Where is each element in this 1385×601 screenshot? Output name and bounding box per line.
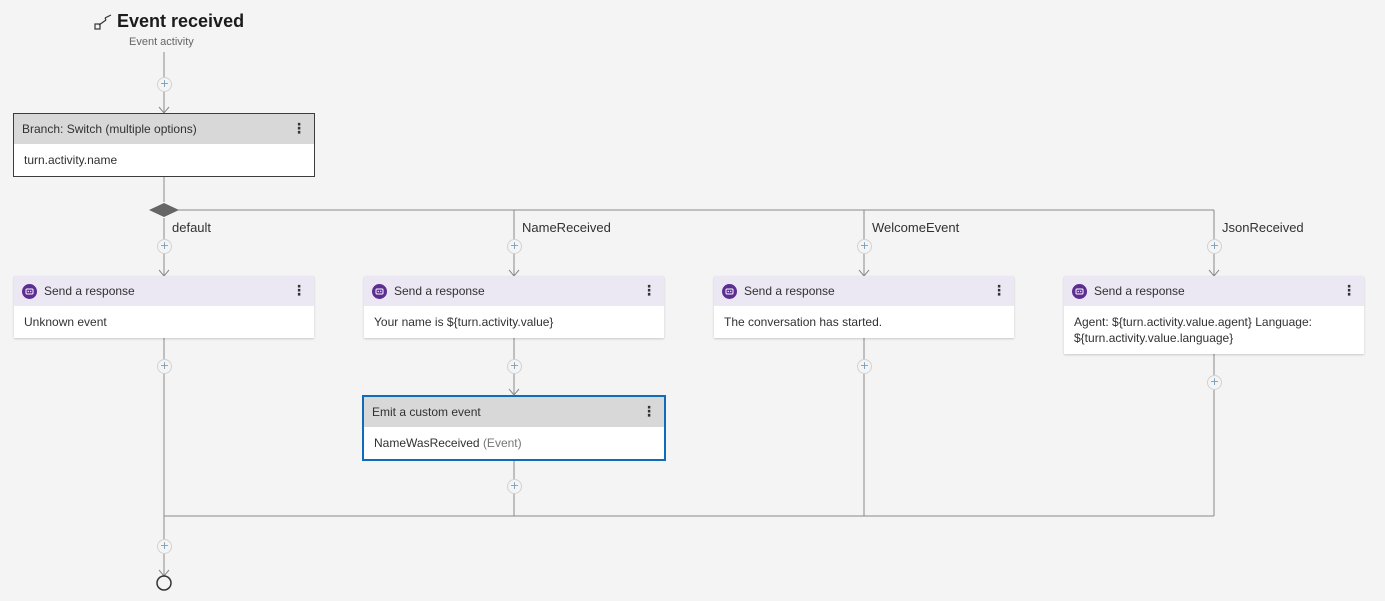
- bot-icon: [22, 283, 37, 299]
- bot-icon: [1072, 283, 1087, 299]
- send-response-card[interactable]: Send a response ⋮ The conversation has s…: [714, 276, 1014, 338]
- card-body: turn.activity.name: [24, 153, 118, 167]
- more-options-icon[interactable]: ⋮: [992, 283, 1006, 299]
- card-body: The conversation has started.: [724, 315, 883, 329]
- card-title: Send a response: [44, 284, 135, 298]
- add-step-button[interactable]: +: [857, 359, 872, 374]
- send-response-card[interactable]: Send a response ⋮ Your name is ${turn.ac…: [364, 276, 664, 338]
- card-body: Agent: ${turn.activity.value.agent} Lang…: [1074, 315, 1312, 345]
- add-step-button[interactable]: +: [507, 239, 522, 254]
- switch-diamond: [149, 203, 179, 217]
- trigger-subtitle: Event activity: [129, 36, 194, 48]
- add-step-button[interactable]: +: [507, 479, 522, 494]
- send-response-card[interactable]: Send a response ⋮ Agent: ${turn.activity…: [1064, 276, 1364, 354]
- add-step-button[interactable]: +: [157, 359, 172, 374]
- end-circle-icon: [156, 575, 172, 591]
- case-label-welcomeevent: WelcomeEvent: [872, 220, 960, 235]
- bot-icon: [722, 283, 737, 299]
- card-header: Send a response ⋮: [364, 276, 664, 306]
- card-title: Emit a custom event: [372, 405, 481, 419]
- card-title: Send a response: [394, 284, 485, 298]
- more-options-icon[interactable]: ⋮: [642, 404, 656, 420]
- emit-custom-event-card[interactable]: Emit a custom event ⋮ NameWasReceived (E…: [362, 395, 666, 461]
- card-body: NameWasReceived (Event): [364, 427, 664, 459]
- more-options-icon[interactable]: ⋮: [642, 283, 656, 299]
- card-title: Send a response: [1094, 284, 1185, 298]
- more-options-icon[interactable]: ⋮: [292, 283, 306, 299]
- trigger-title[interactable]: Event received: [117, 11, 245, 31]
- card-header: Send a response ⋮: [1064, 276, 1364, 306]
- card-body: Your name is ${turn.activity.value}: [374, 315, 554, 329]
- event-trigger-icon: [94, 14, 112, 30]
- case-label-jsonreceived: JsonReceived: [1222, 220, 1304, 235]
- add-step-button[interactable]: +: [157, 539, 172, 554]
- branch-switch-card[interactable]: Branch: Switch (multiple options) ⋮ turn…: [13, 113, 315, 177]
- case-label-namereceived: NameReceived: [522, 220, 611, 235]
- add-step-button[interactable]: +: [1207, 239, 1222, 254]
- event-type: (Event): [482, 436, 522, 450]
- event-name: NameWasReceived: [374, 436, 480, 450]
- more-options-icon[interactable]: ⋮: [292, 121, 306, 137]
- card-header: Send a response ⋮: [714, 276, 1014, 306]
- add-step-button[interactable]: +: [157, 239, 172, 254]
- card-header: Branch: Switch (multiple options) ⋮: [14, 114, 314, 144]
- case-label-default: default: [172, 220, 212, 235]
- add-step-button[interactable]: +: [157, 77, 172, 92]
- add-step-button[interactable]: +: [1207, 375, 1222, 390]
- card-header: Send a response ⋮: [14, 276, 314, 306]
- add-step-button[interactable]: +: [857, 239, 872, 254]
- more-options-icon[interactable]: ⋮: [1342, 283, 1356, 299]
- card-header: Emit a custom event ⋮: [364, 397, 664, 427]
- bot-icon: [372, 283, 387, 299]
- card-body: Unknown event: [24, 315, 107, 329]
- card-title: Send a response: [744, 284, 835, 298]
- send-response-card[interactable]: Send a response ⋮ Unknown event: [14, 276, 314, 338]
- card-title: Branch: Switch (multiple options): [22, 122, 197, 136]
- add-step-button[interactable]: +: [507, 359, 522, 374]
